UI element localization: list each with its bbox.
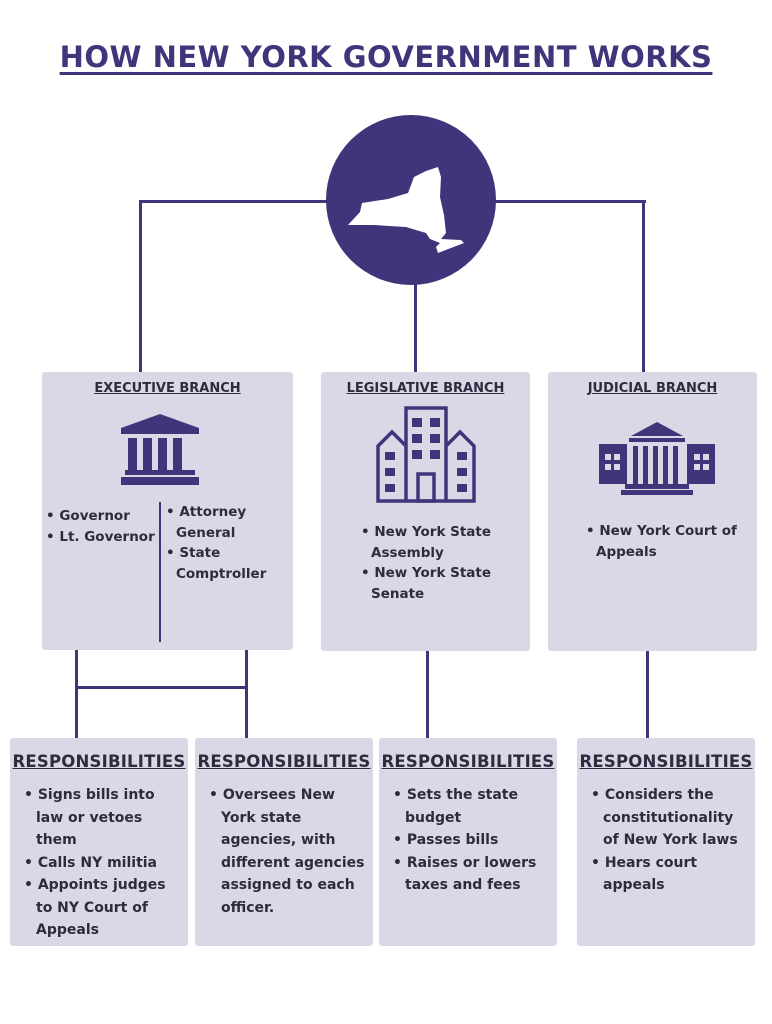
responsibilities-heading: RESPONSIBILITIES [197,752,371,771]
list-item: Considers the constitutionality of New Y… [591,784,749,852]
branch-heading: EXECUTIVE BRANCH [94,381,241,396]
responsibilities-heading: RESPONSIBILITIES [12,752,186,771]
list-item: Signs bills into law or vetoes them [24,784,182,852]
divider [159,502,161,642]
branch-heading: JUDICIAL BRANCH [587,381,718,396]
list-item: Hears court appeals [591,852,749,897]
connector [75,686,248,689]
responsibilities-box-legislative: RESPONSIBILITIES Sets the state budget P… [379,738,557,946]
responsibilities-box-executive-2: RESPONSIBILITIES Oversees New York state… [195,738,373,946]
responsibilities-list: Oversees New York state agencies, with d… [209,784,367,919]
page-title: HOW NEW YORK GOVERNMENT WORKS [0,40,772,74]
list-item: New York State Assembly [361,522,521,563]
responsibilities-list: Sets the state budget Passes bills Raise… [393,784,551,897]
judicial-branch-box: JUDICIAL BRANCH New York Court of Appeal… [548,372,757,651]
new-york-state-icon [326,115,496,285]
connector [75,650,78,738]
capitol-columns-icon [121,414,199,485]
responsibilities-box-executive-1: RESPONSIBILITIES Signs bills into law or… [10,738,188,946]
list-item: New York State Senate [361,563,521,604]
legislative-bodies: New York State Assembly New York State S… [361,522,521,604]
responsibilities-list: Signs bills into law or vetoes them Call… [24,784,182,942]
executive-officers-left: Governor Lt. Governor [46,506,161,547]
title-text: HOW NEW YORK GOVERNMENT WORKS [59,40,713,74]
list-item: Oversees New York state agencies, with d… [209,784,367,919]
connector [245,650,248,738]
legislative-branch-box: LEGISLATIVE BRANCH New York State Assemb… [321,372,530,651]
connector [642,200,645,372]
list-item: Attorney General [166,502,286,543]
executive-branch-box: EXECUTIVE BRANCH Governor Lt. Governor A… [42,372,293,650]
list-item: Lt. Governor [46,527,161,548]
responsibilities-list: Considers the constitutionality of New Y… [591,784,749,897]
list-item: Passes bills [393,829,551,852]
list-item: Sets the state budget [393,784,551,829]
executive-officers-right: Attorney General State Comptroller [166,502,286,584]
connector [414,270,417,372]
list-item: Raises or lowers taxes and fees [393,852,551,897]
list-item: Appoints judges to NY Court of Appeals [24,874,182,942]
responsibilities-box-judicial: RESPONSIBILITIES Considers the constitut… [577,738,755,946]
courthouse-icon [599,422,715,495]
connector [139,200,142,372]
list-item: Calls NY militia [24,852,182,875]
responsibilities-heading: RESPONSIBILITIES [579,752,753,771]
connector [426,651,429,738]
list-item: State Comptroller [166,543,286,584]
judicial-courts: New York Court of Appeals [586,521,746,562]
list-item: New York Court of Appeals [586,521,746,562]
office-building-icon [376,406,476,503]
responsibilities-heading: RESPONSIBILITIES [381,752,555,771]
list-item: Governor [46,506,161,527]
connector [646,651,649,738]
branch-heading: LEGISLATIVE BRANCH [346,381,505,396]
